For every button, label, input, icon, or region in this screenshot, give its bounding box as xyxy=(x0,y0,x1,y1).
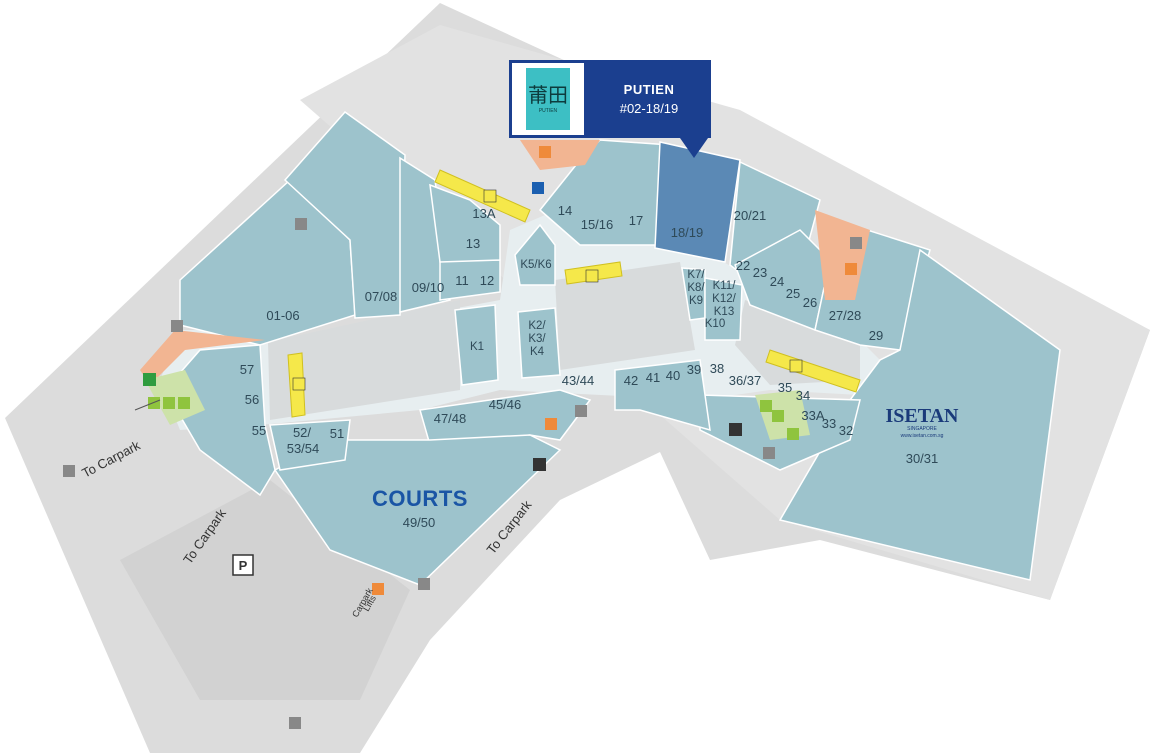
unit-label: 23 xyxy=(753,265,767,280)
void-east xyxy=(735,300,860,385)
escalator-east xyxy=(765,349,861,393)
unit-label: K12/ xyxy=(712,293,736,305)
unit-07-08[interactable] xyxy=(283,110,406,319)
unit-label: K3/ xyxy=(528,333,546,345)
unit-k1[interactable] xyxy=(454,304,499,386)
callout-pointer xyxy=(680,138,708,158)
unit-label: 38 xyxy=(710,361,724,376)
unit-label: 18/19 xyxy=(671,225,704,240)
unit-label: 47/48 xyxy=(434,411,467,426)
service-corridor-west xyxy=(140,330,265,385)
unit-label: 52/ xyxy=(293,425,311,440)
unit-label: 26 xyxy=(803,295,817,310)
unit-18-19[interactable] xyxy=(654,141,741,263)
unit-label: 25 xyxy=(786,286,800,301)
unit-label: K1 xyxy=(470,341,484,353)
nursing-room-icon xyxy=(532,182,544,194)
isetan-sub: SINGAPORE xyxy=(907,426,937,432)
unit-label: 27/28 xyxy=(829,308,862,323)
unit-k2-k4[interactable] xyxy=(517,307,561,379)
unit-label: 32 xyxy=(839,423,853,438)
unit-label: 24 xyxy=(770,274,784,289)
unit-k5-k6[interactable] xyxy=(514,223,556,286)
unit-label: 29 xyxy=(869,328,883,343)
escalator-north xyxy=(434,169,531,223)
unit-label: 15/16 xyxy=(581,217,614,232)
unit-label: 33A xyxy=(801,408,824,423)
unit-k10-k13[interactable] xyxy=(704,277,743,341)
unit-label: K5/K6 xyxy=(520,259,551,271)
unit-label: K11/ xyxy=(713,280,737,292)
unit-label: 56 xyxy=(245,392,259,407)
unit-label: 43/44 xyxy=(562,373,595,388)
isetan-url: www.isetan.com.sg xyxy=(901,433,944,439)
service-corridor-east xyxy=(815,210,870,300)
carpark-line-1 xyxy=(134,399,161,411)
unit-label: 51 xyxy=(330,426,344,441)
unit-label: 49/50 xyxy=(403,515,436,530)
store-logo-badge: 莆田 PUTIEN xyxy=(526,68,570,130)
store-logo-glyph: 莆田 xyxy=(528,83,568,107)
unit-09-10[interactable] xyxy=(399,156,451,313)
unit-label: K7/ xyxy=(687,269,705,281)
isetan-logo: ISETAN xyxy=(886,405,960,427)
unit-label: 42 xyxy=(624,373,638,388)
unit-label: 30/31 xyxy=(906,451,939,466)
unit-51-54[interactable] xyxy=(269,419,351,471)
unit-label: 41 xyxy=(646,370,660,385)
unit-label: 13A xyxy=(472,206,495,221)
unit-label: K13 xyxy=(714,306,734,318)
unit-label: 14 xyxy=(558,203,572,218)
unit-label: 11 xyxy=(455,273,469,288)
unit-label: 33 xyxy=(822,416,836,431)
lift-icon xyxy=(372,146,857,595)
black-lift-icon xyxy=(533,423,742,471)
unit-label: 01-06 xyxy=(266,308,299,323)
unit-label: 13 xyxy=(466,236,480,251)
unit-label: 34 xyxy=(796,388,810,403)
unit-label: 12 xyxy=(480,273,494,288)
unit-label: 39 xyxy=(687,362,701,377)
store-callout[interactable]: 莆田 PUTIEN PUTIEN #02-18/19 xyxy=(509,60,711,138)
unit-label: 09/10 xyxy=(412,280,445,295)
unit-label: 55 xyxy=(252,423,266,438)
unit-55-57[interactable] xyxy=(164,344,276,497)
unit-label: K4 xyxy=(530,346,545,358)
store-callout-text: PUTIEN #02-18/19 xyxy=(587,60,711,138)
parking-letter: P xyxy=(239,558,248,573)
unit-label: 57 xyxy=(240,362,254,377)
store-name: PUTIEN xyxy=(623,82,675,97)
unit-13[interactable] xyxy=(429,183,501,263)
unit-label: K10 xyxy=(705,318,725,330)
unit-label: 17 xyxy=(629,213,643,228)
unit-38-42[interactable] xyxy=(614,359,711,432)
void-centre xyxy=(555,262,695,370)
escalator-icon xyxy=(292,189,803,391)
unit-label: 22 xyxy=(736,258,750,273)
void-west xyxy=(268,300,460,420)
courts-logo: COURTS xyxy=(372,486,468,511)
staircase-icon xyxy=(63,218,862,729)
unit-label: 45/46 xyxy=(489,397,522,412)
unit-30-31[interactable] xyxy=(778,248,1061,581)
unit-label: 40 xyxy=(666,368,680,383)
unit-label: K8/ xyxy=(687,282,705,294)
store-logo: 莆田 PUTIEN xyxy=(512,63,584,135)
unit-label: 35 xyxy=(778,380,792,395)
unit-label: 53/54 xyxy=(287,441,320,456)
parking-icon: P xyxy=(232,554,254,576)
unit-label: K9 xyxy=(689,295,703,307)
store-logo-small: PUTIEN xyxy=(538,108,558,114)
unit-label: K2/ xyxy=(528,320,546,332)
unit-label: 07/08 xyxy=(365,289,398,304)
amenity-icon xyxy=(143,373,799,440)
store-unit: #02-18/19 xyxy=(619,101,679,116)
unit-label: 36/37 xyxy=(729,373,762,388)
unit-label: 20/21 xyxy=(734,208,767,223)
